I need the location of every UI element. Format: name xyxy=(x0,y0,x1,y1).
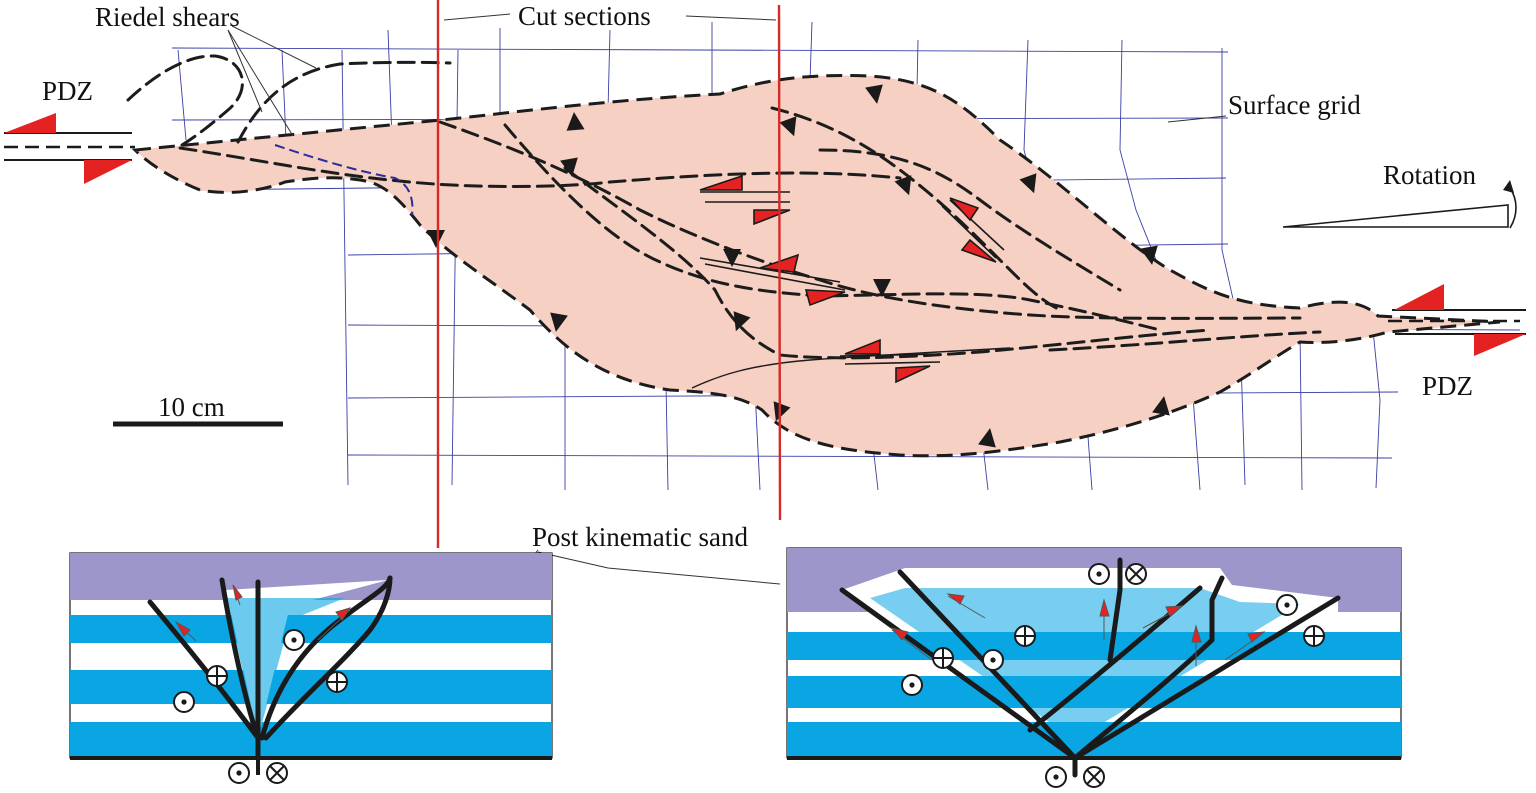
faults-left xyxy=(147,575,393,761)
cross-section-right xyxy=(786,547,1402,788)
post-kinematic-sand-label: Post kinematic sand xyxy=(532,522,748,552)
cut-sections-label: Cut sections xyxy=(518,1,651,31)
motion-symbols-left xyxy=(173,629,348,784)
pdz-left-arrows xyxy=(4,113,135,184)
map-view xyxy=(4,0,1526,585)
riedel-shear-traces xyxy=(126,54,452,147)
riedel-shears-label: Riedel shears xyxy=(95,2,240,32)
pdz-left-label: PDZ xyxy=(42,76,93,106)
rotation-indicator xyxy=(1282,180,1517,229)
rotation-label: Rotation xyxy=(1383,160,1476,190)
slip-arrows-right xyxy=(890,593,1266,666)
shear-zone xyxy=(131,74,1501,458)
surface-grid-label: Surface grid xyxy=(1228,90,1361,120)
slip-arrows-left xyxy=(174,584,352,642)
pdz-right-label: PDZ xyxy=(1422,371,1473,401)
cross-section-left xyxy=(69,552,553,784)
leader-lines xyxy=(227,13,1227,585)
cut-section-line-right xyxy=(777,4,782,521)
pdz-right-arrows xyxy=(1388,284,1526,356)
scale-label: 10 cm xyxy=(158,392,225,422)
